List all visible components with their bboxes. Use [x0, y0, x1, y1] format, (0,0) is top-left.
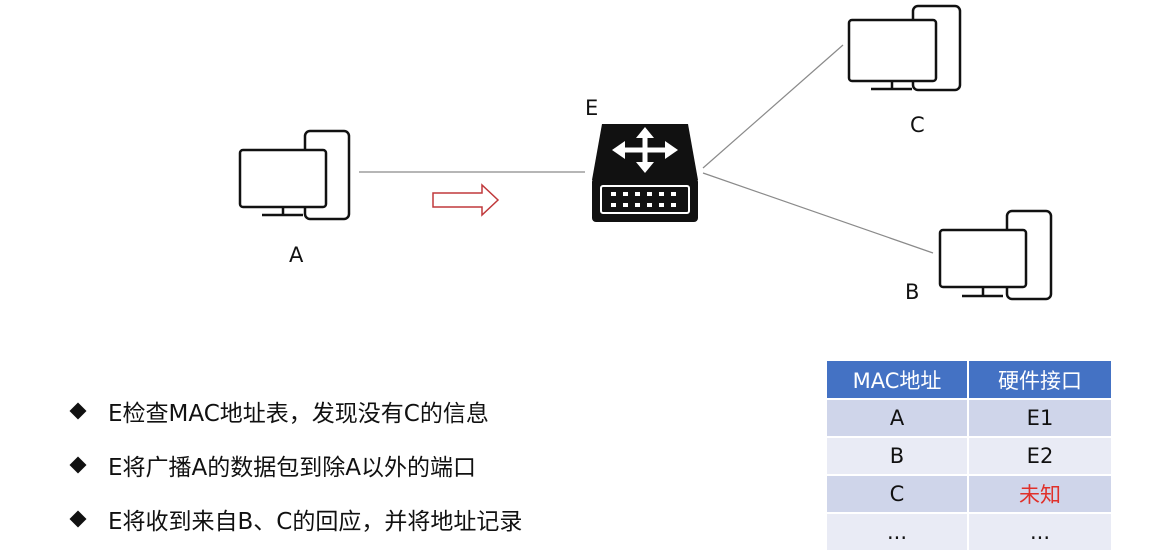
bullet-text: E检查MAC地址表，发现没有C的信息: [108, 401, 489, 427]
cell-port: ...: [967, 512, 1113, 552]
link-e-b: [702, 172, 934, 254]
cell-port: E1: [967, 398, 1113, 438]
computer-c-icon: [847, 4, 962, 92]
switch-e-icon: [592, 124, 698, 222]
diamond-bullet-icon: [69, 510, 87, 528]
bullet-item: E检查MAC地址表，发现没有C的信息: [66, 384, 522, 438]
table-row: A E1: [825, 398, 1113, 438]
header-hardware-port: 硬件接口: [967, 359, 1113, 400]
cell-mac: C: [825, 474, 969, 514]
table-row: ... ...: [825, 512, 1113, 552]
node-label-c: C: [910, 113, 925, 137]
cell-mac: A: [825, 398, 969, 438]
cell-mac: B: [825, 436, 969, 476]
bullet-item: E将收到来自B、C的回应，并将地址记录: [66, 492, 522, 546]
table-row: B E2: [825, 436, 1113, 476]
node-label-b: B: [905, 280, 920, 304]
bullet-item: E将广播A的数据包到除A以外的端口: [66, 438, 522, 492]
node-label-a: A: [289, 243, 304, 267]
computer-b-icon: [938, 209, 1053, 301]
network-diagram: [238, 4, 1053, 301]
table-row: C 未知: [825, 474, 1113, 514]
link-e-c: [702, 44, 844, 169]
cell-mac: ...: [825, 512, 969, 552]
computer-a-icon: [238, 129, 351, 221]
bullet-text: E将广播A的数据包到除A以外的端口: [108, 455, 476, 481]
direction-arrow-icon: [432, 183, 500, 217]
header-mac-address: MAC地址: [825, 359, 969, 400]
mac-address-table: MAC地址 硬件接口 A E1 B E2 C 未知 ... ...: [825, 359, 1113, 552]
table-header-row: MAC地址 硬件接口: [825, 359, 1113, 400]
cell-port: E2: [967, 436, 1113, 476]
diamond-bullet-icon: [69, 402, 87, 420]
diamond-bullet-icon: [69, 456, 87, 474]
node-label-e: E: [585, 96, 599, 120]
bullet-text: E将收到来自B、C的回应，并将地址记录: [108, 509, 523, 535]
bullet-list: E检查MAC地址表，发现没有C的信息 E将广播A的数据包到除A以外的端口 E将收…: [66, 384, 522, 546]
cell-port-unknown: 未知: [967, 474, 1113, 514]
